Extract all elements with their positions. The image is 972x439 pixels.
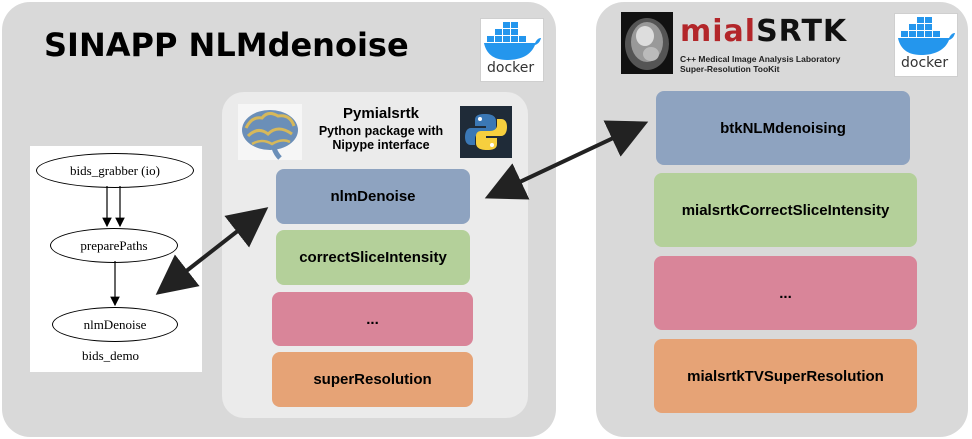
fetal-mri-icon	[625, 18, 669, 70]
docker-label: docker	[901, 55, 949, 71]
mialsrtk-subtitle-1: C++ Medical Image Analysis Laboratory	[680, 54, 841, 64]
docker-label: docker	[487, 60, 535, 76]
arrow-graph-to-pymialsrtk	[155, 207, 269, 295]
mial-block-correct-slice-intensity: mialsrtkCorrectSliceIntensity	[654, 173, 917, 247]
pymialsrtk-title: Pymialsrtk	[343, 105, 419, 122]
fetal-mri-logo	[621, 12, 673, 74]
pym-block-nlmdenoise: nlmDenoise	[276, 169, 470, 224]
docker-whale-icon	[898, 17, 955, 55]
pymialsrtk-subtitle-2: Nipype interface	[332, 138, 430, 152]
page-title: SINAPP NLMdenoise	[44, 26, 409, 64]
arrow-pymialsrtk-to-mialsrtk	[484, 120, 649, 200]
mial-block-tv-super-resolution: mialsrtkTVSuperResolution	[654, 339, 917, 413]
pym-block-super-resolution: superResolution	[272, 352, 473, 407]
brain-icon	[242, 110, 298, 160]
graph-edges	[102, 186, 125, 307]
graph-caption: bids_demo	[82, 348, 140, 363]
mial-block-btknlmdenoising: btkNLMdenoising	[656, 91, 910, 165]
pym-block-ellipsis: ...	[272, 292, 473, 346]
docker-logo-left: docker	[480, 18, 544, 82]
graph-node-nlm-denoise: nlmDenoise	[52, 307, 178, 342]
mialsrtk-subtitle: C++ Medical Image Analysis Laboratory Su…	[680, 54, 840, 74]
mialsrtk-subtitle-2: Super-Resolution TooKit	[680, 64, 780, 74]
logo-mial: mial	[680, 14, 757, 49]
brain-logo	[238, 104, 302, 160]
pymialsrtk-subtitle-1: Python package with	[318, 124, 444, 138]
docker-whale-icon	[484, 22, 541, 60]
mial-block-ellipsis: ...	[654, 256, 917, 330]
pym-block-correct-slice-intensity: correctSliceIntensity	[276, 230, 470, 285]
docker-logo-right: docker	[894, 13, 958, 77]
graph-node-bids-grabber: bids_grabber (io)	[36, 153, 194, 188]
mialsrtk-logo-text: mialSRTK	[680, 14, 847, 49]
logo-srtk: SRTK	[756, 14, 848, 49]
pymialsrtk-title-block: Pymialsrtk Python package with Nipype in…	[306, 105, 456, 152]
